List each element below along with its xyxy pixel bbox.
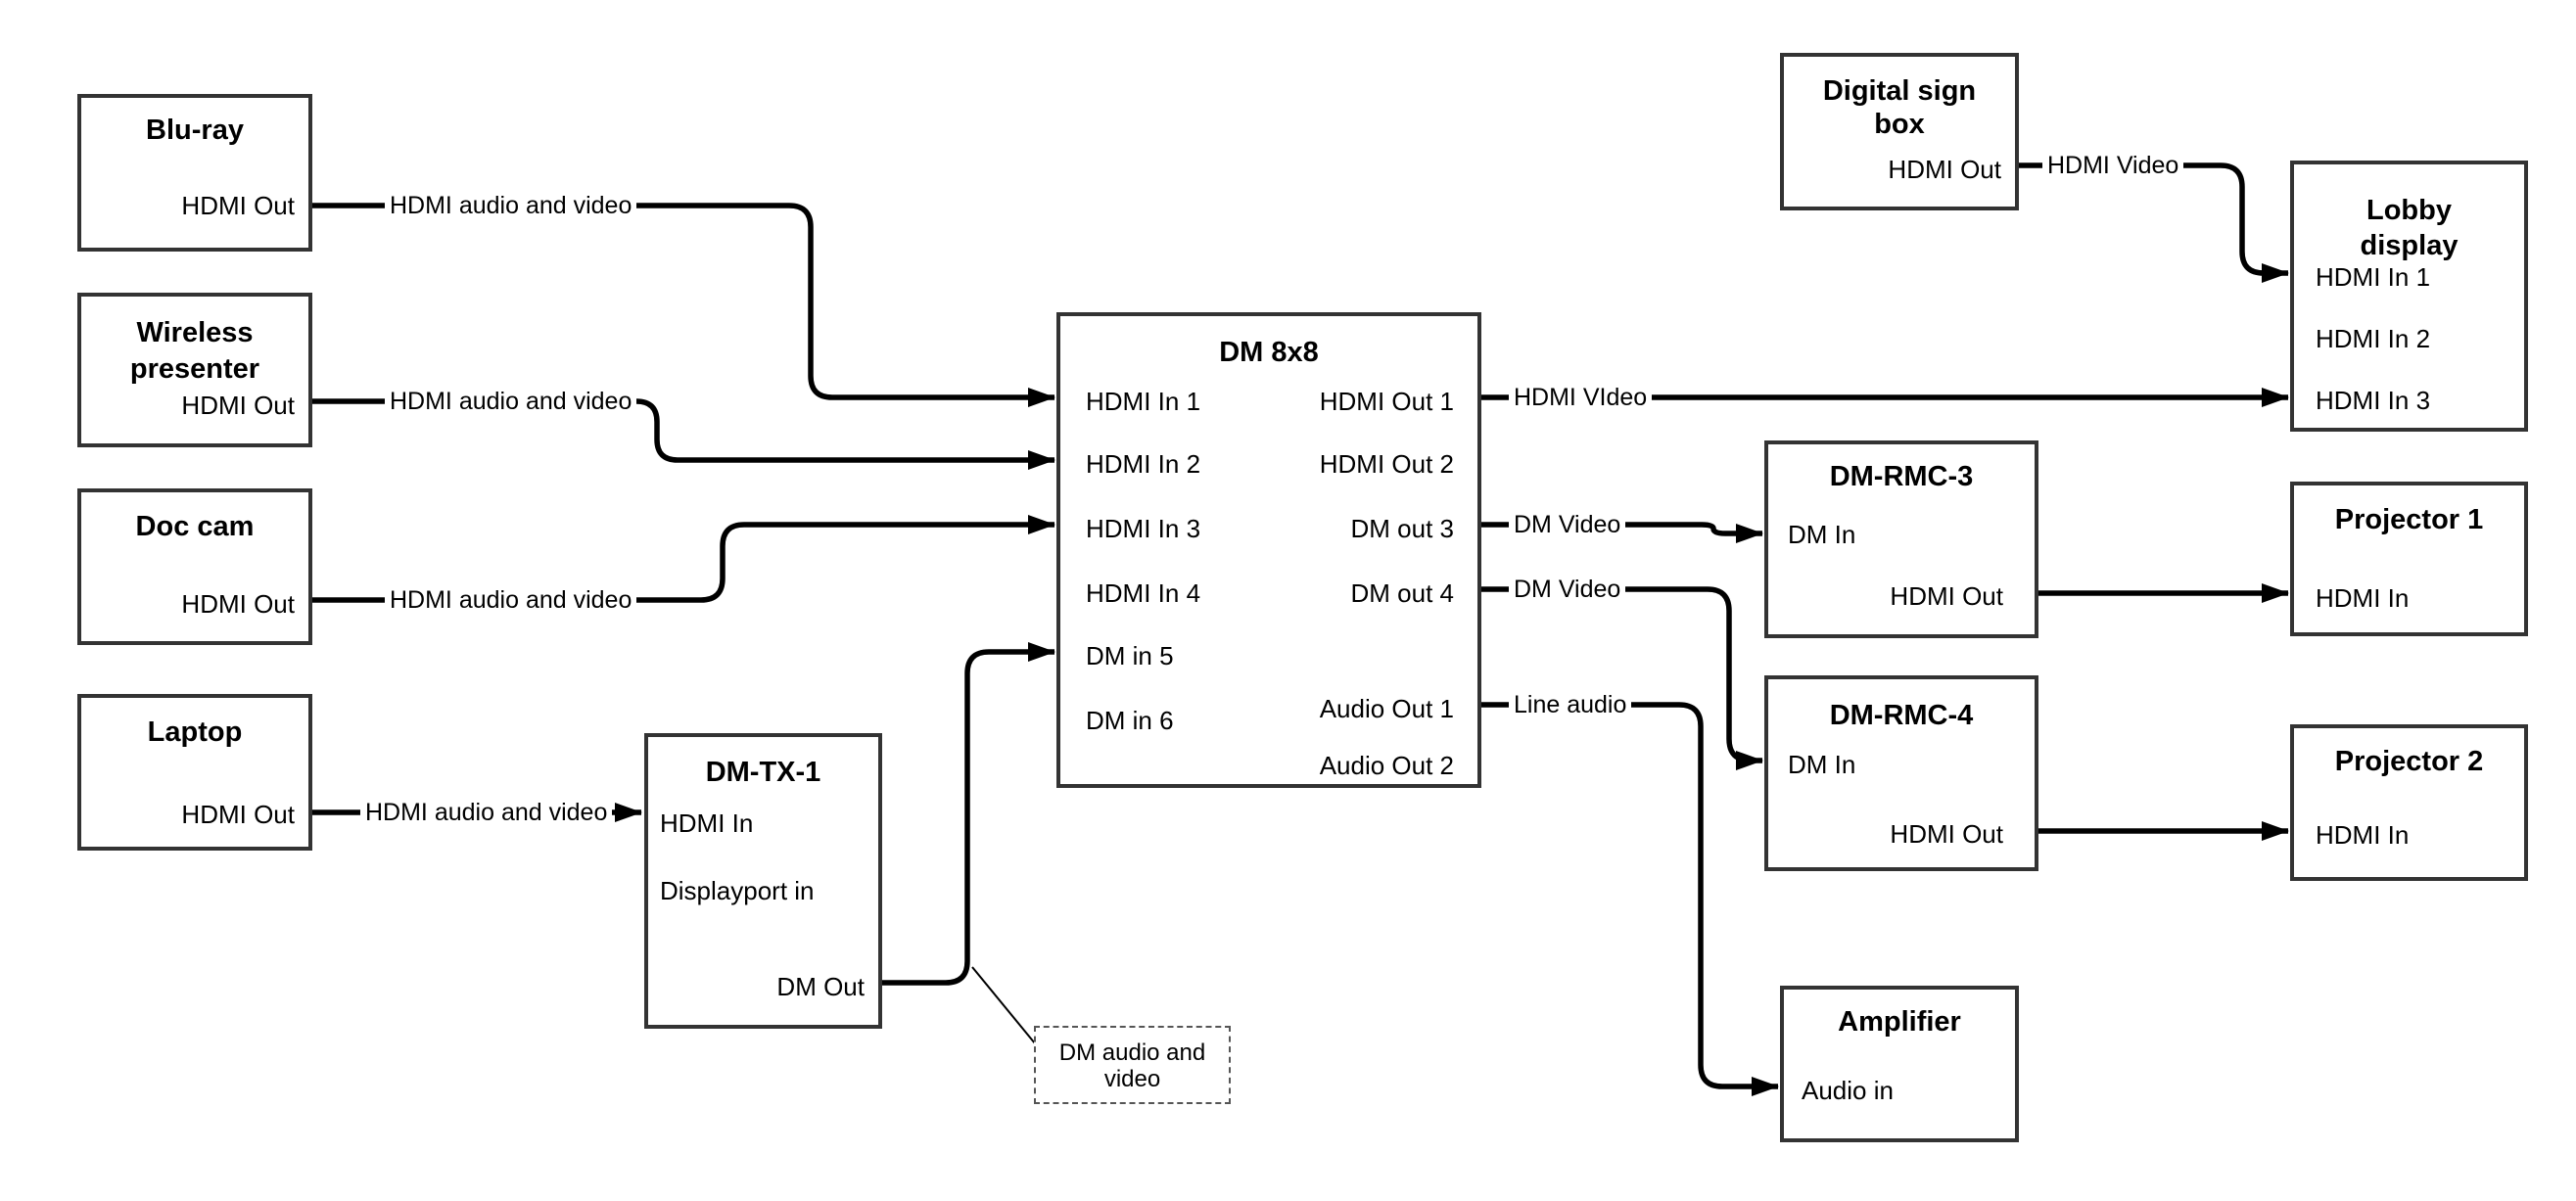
- node-digital-sign-box: Digital sign box HDMI Out: [1780, 53, 2019, 210]
- node-dm-rmc-4: DM-RMC-4 DM In HDMI Out: [1764, 675, 2038, 871]
- port-hdmi-out: HDMI Out: [1890, 819, 2003, 849]
- node-title: Lobby: [2366, 195, 2452, 226]
- node-title: Blu-ray: [146, 115, 244, 146]
- wire-blu-ray-to-dm8x8-in1: [312, 203, 1055, 407]
- port-dm-in: DM In: [1788, 520, 1856, 549]
- port-hdmi-out: HDMI Out: [181, 391, 295, 420]
- port-dm-out: DM Out: [776, 972, 865, 1001]
- port-dm-in-5: DM in 5: [1086, 641, 1174, 670]
- wire-doc-cam-to-dm8x8-in3: [312, 515, 1055, 603]
- port-hdmi-in-2: HDMI In 2: [1086, 449, 1201, 479]
- node-dm-rmc-3: DM-RMC-3 DM In HDMI Out: [1764, 440, 2038, 638]
- port-hdmi-in: HDMI In: [2316, 820, 2410, 850]
- port-hdmi-out: HDMI Out: [181, 800, 295, 829]
- port-hdmi-in-3: HDMI In 3: [1086, 514, 1201, 543]
- node-title: DM 8x8: [1219, 337, 1319, 368]
- wire-label-dm-video-out4: DM Video: [1509, 574, 1626, 605]
- node-wireless-presenter: Wireless presenter HDMI Out: [77, 293, 312, 447]
- node-title: Amplifier: [1838, 1006, 1961, 1038]
- port-hdmi-in-3: HDMI In 3: [2316, 386, 2431, 415]
- node-title: DM-RMC-3: [1829, 461, 1974, 492]
- node-lobby-display: Lobby display HDMI In 1 HDMI In 2 HDMI I…: [2290, 161, 2528, 432]
- node-blu-ray: Blu-ray HDMI Out: [77, 94, 312, 252]
- node-amplifier: Amplifier Audio in: [1780, 986, 2019, 1142]
- port-hdmi-out: HDMI Out: [1890, 581, 2003, 611]
- wire-dm8x8-out4-to-dm-rmc-4: [1481, 586, 1763, 770]
- wire-label-dm-video-out3: DM Video: [1509, 509, 1626, 540]
- port-hdmi-in: HDMI In: [660, 808, 754, 838]
- port-hdmi-out: HDMI Out: [181, 191, 295, 220]
- port-displayport-in: Displayport in: [660, 876, 815, 905]
- wire-label-hdmi-video-out1: HDMI VIdeo: [1509, 382, 1653, 413]
- port-hdmi-out: HDMI Out: [1888, 155, 2001, 184]
- node-title: Doc cam: [135, 511, 255, 542]
- node-projector-1: Projector 1 HDMI In: [2290, 482, 2528, 636]
- node-dm-8x8: DM 8x8 HDMI In 1 HDMI In 2 HDMI In 3 HDM…: [1056, 312, 1481, 788]
- node-title: presenter: [129, 353, 260, 385]
- wire-label-hdmi-audio-video-3: HDMI audio and video: [385, 584, 637, 616]
- node-title: box: [1874, 109, 1925, 140]
- wire-label-hdmi-audio-video-1: HDMI audio and video: [385, 190, 637, 221]
- node-title: display: [2360, 230, 2459, 261]
- wire-dm8x8-out3-to-dm-rmc-3: [1481, 522, 1763, 543]
- wire-label-hdmi-video-sign: HDMI Video: [2042, 150, 2184, 181]
- port-hdmi-in: HDMI In: [2316, 583, 2410, 613]
- port-hdmi-out: HDMI Out: [181, 589, 295, 619]
- port-dm-out-4: DM out 4: [1350, 578, 1455, 608]
- node-title: Laptop: [147, 716, 243, 748]
- port-hdmi-in-2: HDMI In 2: [2316, 324, 2431, 353]
- port-audio-out-2: Audio Out 2: [1319, 751, 1454, 780]
- node-title: Projector 2: [2334, 746, 2484, 777]
- node-projector-2: Projector 2 HDMI In: [2290, 724, 2528, 881]
- node-title: Digital sign: [1822, 75, 1977, 107]
- wire-label-line-audio: Line audio: [1509, 689, 1632, 720]
- node-title: Wireless: [136, 317, 254, 348]
- port-dm-out-3: DM out 3: [1350, 514, 1455, 543]
- node-title: DM-TX-1: [705, 757, 821, 788]
- note-line: video: [1103, 1066, 1161, 1092]
- port-hdmi-out-1: HDMI Out 1: [1319, 387, 1454, 416]
- port-hdmi-in-1: HDMI In 1: [1086, 387, 1201, 416]
- port-hdmi-in-1: HDMI In 1: [2316, 262, 2431, 292]
- wire-digital-sign-to-lobby-in1: [2019, 162, 2289, 283]
- wire-wireless-to-dm8x8-in2: [312, 398, 1055, 470]
- note-dm-audio-and-video: DM audio and video: [1034, 1026, 1231, 1104]
- note-callout-line: [971, 966, 1036, 1044]
- node-laptop: Laptop HDMI Out: [77, 694, 312, 851]
- node-dm-tx-1: DM-TX-1 HDMI In Displayport in DM Out: [644, 733, 882, 1029]
- wire-dm-tx-1-to-dm8x8-in5: [882, 642, 1055, 986]
- node-doc-cam: Doc cam HDMI Out: [77, 488, 312, 645]
- port-hdmi-in-4: HDMI In 4: [1086, 578, 1201, 608]
- port-audio-out-1: Audio Out 1: [1319, 694, 1454, 723]
- wire-label-hdmi-audio-video-4: HDMI audio and video: [360, 797, 613, 828]
- node-title: Projector 1: [2334, 504, 2484, 535]
- port-dm-in: DM In: [1788, 750, 1856, 779]
- wire-label-hdmi-audio-video-2: HDMI audio and video: [385, 386, 637, 417]
- port-audio-in: Audio in: [1802, 1076, 1894, 1105]
- port-dm-in-6: DM in 6: [1086, 706, 1174, 735]
- note-line: DM audio and: [1058, 1039, 1206, 1066]
- wire-dm8x8-audio1-to-amplifier: [1481, 702, 1779, 1096]
- node-title: DM-RMC-4: [1829, 700, 1974, 731]
- port-hdmi-out-2: HDMI Out 2: [1319, 449, 1454, 479]
